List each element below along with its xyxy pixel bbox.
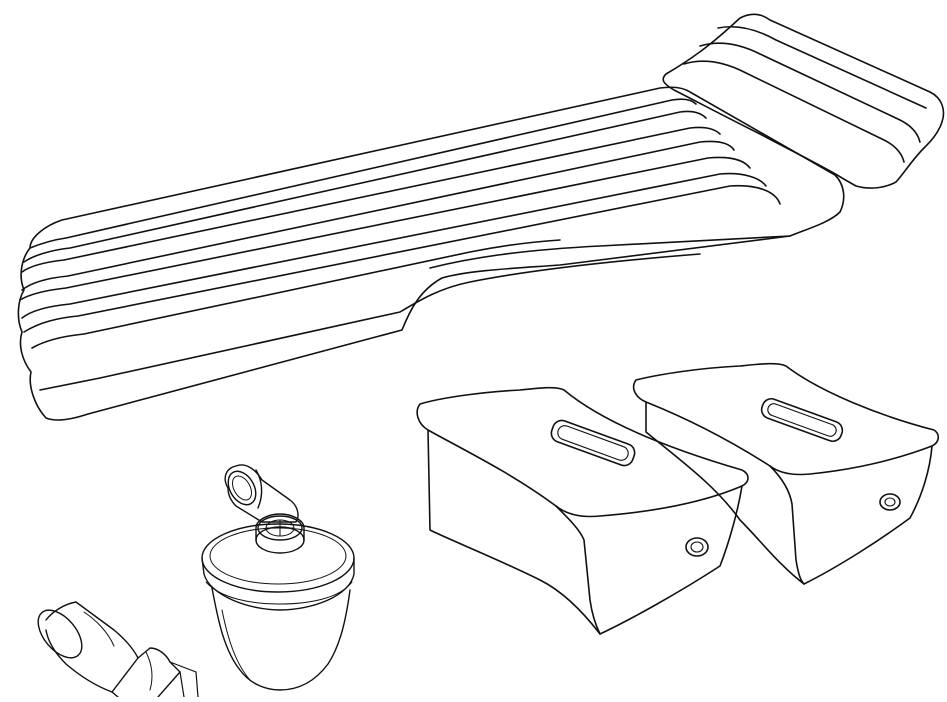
block-left-top	[416, 386, 749, 518]
block-right-top	[632, 362, 940, 476]
block-left-handle	[550, 419, 636, 467]
pump-outlet-tube	[224, 464, 299, 523]
nozzle-tip	[169, 661, 199, 698]
block-left-handle-inner	[557, 425, 629, 461]
nozzle-wide-end	[37, 609, 83, 659]
mattress-rib-5	[19, 156, 751, 301]
mattress-pillow	[662, 13, 945, 189]
block-left-valve	[685, 537, 709, 557]
pump-knob-body	[255, 513, 305, 541]
pump-outlet-mouth-inner	[232, 475, 252, 501]
inflatable-support-block-left	[416, 386, 749, 635]
pump-outlet-ring	[255, 469, 263, 509]
block-left-side	[427, 429, 601, 635]
block-right-handle-inner	[767, 403, 837, 437]
pump-nozzle-adapter	[37, 601, 199, 698]
mattress-outline	[17, 86, 845, 421]
mattress-rib-4	[21, 140, 735, 291]
block-right-valve-inner	[884, 497, 896, 507]
pillow-seam-1	[699, 42, 921, 143]
electric-air-pump	[201, 464, 355, 691]
block-right-front	[769, 445, 933, 585]
inflatable-car-mattress	[17, 13, 945, 421]
block-left-valve-inner	[690, 541, 704, 553]
mattress-rib-1	[29, 98, 697, 249]
block-left-front	[555, 485, 743, 635]
block-right-valve	[879, 493, 901, 511]
pump-lid-top	[201, 523, 355, 593]
pillow-seam-2	[683, 60, 905, 163]
nozzle-neck	[111, 647, 181, 698]
block-right-handle	[760, 397, 844, 443]
nozzle-cone	[45, 601, 139, 693]
nozzle-cone-line	[83, 611, 115, 647]
inflatable-support-block-right	[632, 362, 940, 585]
mattress-rib-8	[31, 239, 561, 349]
mattress-step-crease	[429, 235, 791, 269]
mattress-lower-edge	[39, 253, 701, 391]
mattress-rib-7	[23, 184, 781, 333]
pump-knob-cross	[265, 519, 295, 537]
pillow-seam-3	[717, 25, 927, 109]
mattress-rib-6	[21, 172, 767, 319]
pump-bowl	[211, 587, 351, 691]
pump-bowl-left	[221, 609, 251, 681]
block-right-side	[645, 401, 805, 585]
nozzle-ring	[145, 651, 153, 691]
pump-lid-rim-line	[205, 581, 353, 605]
mattress-rib-3	[21, 126, 721, 273]
pump-outlet-mouth	[227, 470, 257, 506]
mattress-rib-2	[23, 110, 707, 263]
pump-knob-top	[257, 515, 303, 541]
